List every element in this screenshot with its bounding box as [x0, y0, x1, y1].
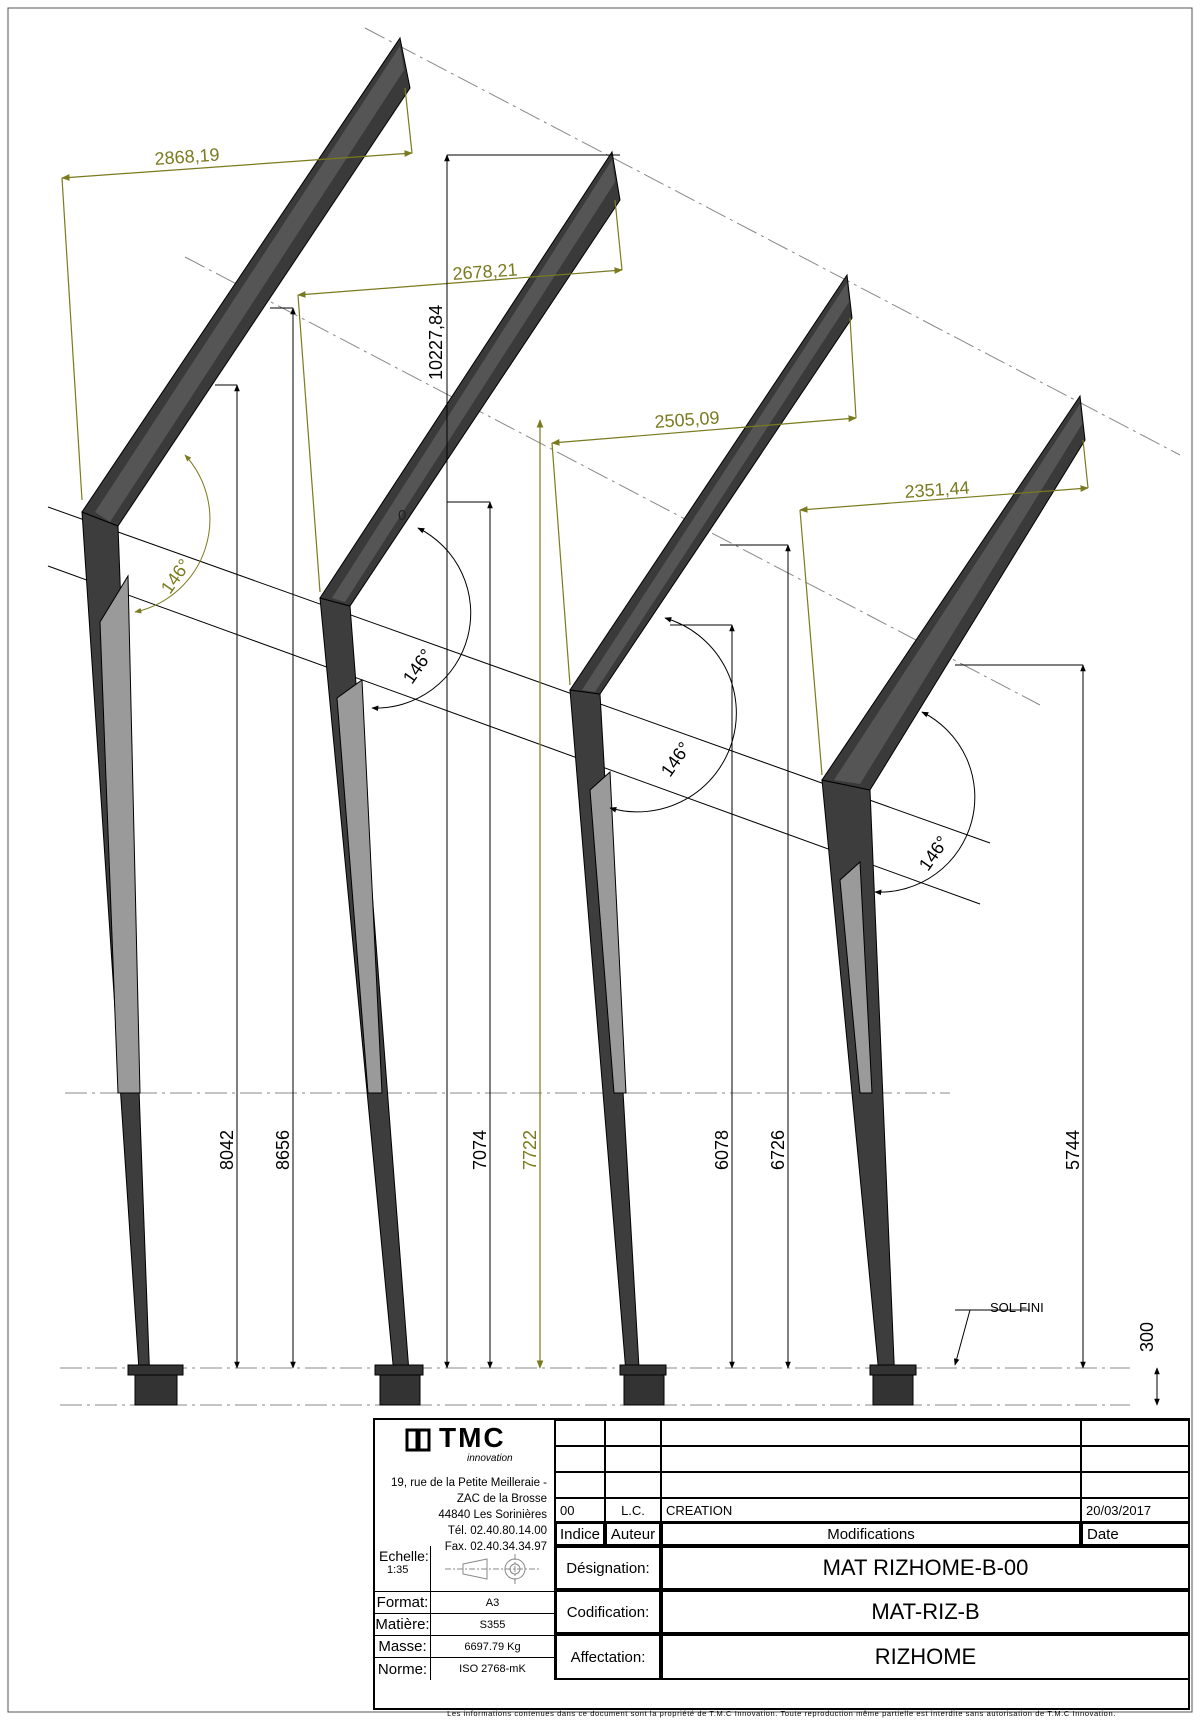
designation-value: MAT RIZHOME-B-00 [661, 1546, 1190, 1590]
format-label: Format: [375, 1592, 431, 1614]
rev-cell [555, 1446, 605, 1472]
header-auteur: Auteur [605, 1522, 661, 1546]
header-date: Date [1081, 1522, 1190, 1546]
angle-label-2: 146° [399, 645, 437, 687]
mast-4 [821, 394, 1086, 1406]
dim-height-7074: 7074 [470, 1130, 490, 1170]
dim-height-8656: 8656 [273, 1130, 293, 1170]
dim-height-8042: 8042 [217, 1130, 237, 1170]
angle-label-4: 146° [915, 832, 953, 874]
echelle-cell: Echelle: 1:35 [375, 1546, 431, 1592]
dim-height-7722: 7722 [520, 1130, 540, 1170]
header-modifications: Modifications [661, 1522, 1081, 1546]
rev-cell [1081, 1472, 1190, 1498]
dim-width-3: 2505,09 [654, 407, 720, 431]
company-address: 19, rue de la Petite Meilleraie - ZAC de… [377, 1475, 547, 1555]
address-fax: Fax. 02.40.34.34.97 [444, 1541, 547, 1553]
matiere-label: Matière: [375, 1614, 431, 1636]
logo-subtext: innovation [467, 1453, 513, 1464]
affectation-label: Affectation: [555, 1634, 661, 1680]
tmc-logo: TMC innovation [405, 1422, 535, 1470]
angle-label-3: 146° [657, 738, 695, 780]
mast-2 [319, 150, 621, 1406]
company-panel: TMC innovation 19, rue de la Petite Meil… [375, 1420, 555, 1592]
affectation-value: RIZHOME [661, 1634, 1190, 1680]
mast-3 [569, 273, 853, 1406]
rev-cell [1081, 1420, 1190, 1446]
horizontal-dimensions [61, 87, 1089, 776]
address-line: ZAC de la Brosse [456, 1493, 547, 1505]
vertical-dimensions [215, 154, 1160, 1406]
rev-indice: 00 [555, 1498, 605, 1522]
rev-cell [555, 1420, 605, 1446]
echelle-label: Echelle: [379, 1548, 429, 1564]
dim-height-5744: 5744 [1063, 1130, 1083, 1170]
rev-cell [605, 1472, 661, 1498]
designation-label: Désignation: [555, 1546, 661, 1590]
angle-arcs [134, 454, 976, 896]
rev-cell [555, 1472, 605, 1498]
format-value: A3 [431, 1592, 555, 1614]
rev-modification: CREATION [661, 1498, 1081, 1522]
address-phone: Tél. 02.40.80.14.00 [447, 1525, 547, 1537]
rev-date: 20/03/2017 [1081, 1498, 1190, 1522]
rev-cell [661, 1472, 1081, 1498]
rev-cell [661, 1446, 1081, 1472]
norme-value: ISO 2768-mK [431, 1658, 555, 1680]
header-indice: Indice [555, 1522, 605, 1546]
echelle-value: 1:35 [387, 1564, 409, 1576]
masse-value: 6697.79 Kg [431, 1636, 555, 1658]
dim-height-6726: 6726 [768, 1130, 788, 1170]
angle-label-1: 146° [157, 555, 195, 597]
dim-width-2: 2678,21 [452, 259, 518, 283]
dim-width-4: 2351,44 [904, 477, 970, 501]
rev-cell [605, 1446, 661, 1472]
dim-base-300: 300 [1137, 1322, 1157, 1352]
address-line: 19, rue de la Petite Meilleraie - [391, 1477, 547, 1489]
matiere-value: S355 [431, 1614, 555, 1636]
dim-width-1: 2868,19 [154, 144, 220, 168]
logo-text: TMC [439, 1422, 506, 1453]
sol-fini-label: SOL FINI [990, 1300, 1044, 1315]
title-block: TMC innovation 19, rue de la Petite Meil… [373, 1418, 1190, 1710]
origin-marker: 0 [398, 507, 406, 524]
disclaimer: Les informations contenues dans ce docum… [447, 1709, 1116, 1718]
rev-cell [1081, 1446, 1190, 1472]
dim-height-6078: 6078 [712, 1130, 732, 1170]
rev-cell [661, 1420, 1081, 1446]
address-line: 44840 Les Sorinières [438, 1509, 547, 1521]
codification-label: Codification: [555, 1590, 661, 1634]
codification-value: MAT-RIZ-B [661, 1590, 1190, 1634]
rev-auteur: L.C. [605, 1498, 661, 1522]
dim-total-height: 10227,84 [426, 305, 446, 380]
masse-label: Masse: [375, 1636, 431, 1658]
sheet-border [7, 7, 1193, 1713]
projection-symbol [431, 1546, 555, 1592]
norme-label: Norme: [375, 1658, 431, 1680]
rev-cell [605, 1420, 661, 1446]
